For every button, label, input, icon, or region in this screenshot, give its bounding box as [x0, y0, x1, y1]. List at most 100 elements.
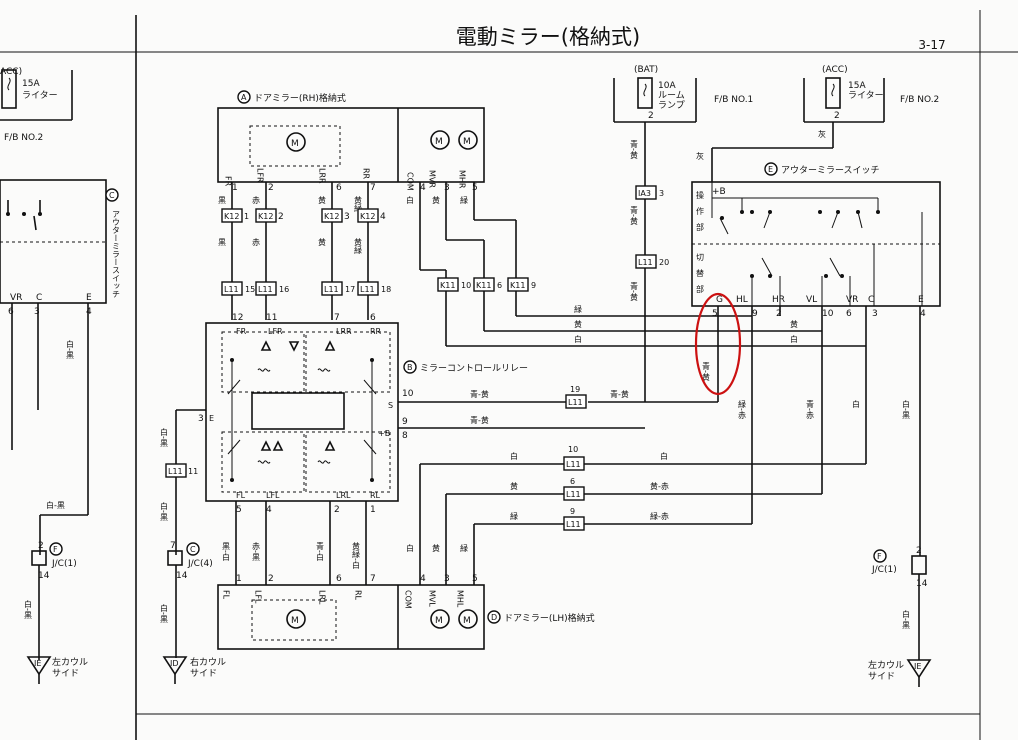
svg-text:青-黄: 青-黄: [470, 389, 489, 399]
left-jc-f: 2 14 F J/C(1) 白-黒 IE 左カウル サイド: [24, 541, 88, 684]
fuse-bat: (BAT) 10A ルーム ランプ F/B NO.1 2 青-黄 IA3 3 青…: [613, 65, 753, 402]
svg-text:緑: 緑: [574, 304, 582, 314]
svg-text:3: 3: [444, 574, 450, 584]
svg-text:サイド: サイド: [52, 668, 79, 679]
svg-text:黄: 黄: [790, 319, 798, 329]
svg-text:部: 部: [696, 222, 704, 232]
svg-text:3: 3: [344, 212, 350, 222]
left-column-fuse: ACC) 15A ライター F/B NO.2: [0, 67, 73, 143]
svg-text:6: 6: [846, 309, 852, 319]
svg-text:17: 17: [345, 285, 355, 294]
svg-text:(BAT): (BAT): [634, 65, 658, 75]
svg-text:切: 切: [696, 253, 704, 262]
svg-text:アウターミラースイッチ: アウターミラースイッチ: [781, 165, 880, 176]
svg-text:黄: 黄: [432, 195, 441, 205]
svg-text:RR: RR: [370, 327, 382, 336]
svg-text:LRR: LRR: [336, 327, 352, 336]
svg-text:左カウル: 左カウル: [52, 656, 88, 668]
svg-text:K12: K12: [224, 212, 239, 221]
svg-text:M: M: [435, 137, 443, 147]
svg-text:E: E: [918, 295, 924, 305]
svg-text:FR: FR: [236, 327, 247, 336]
svg-text:L11: L11: [224, 285, 239, 294]
svg-text:10: 10: [568, 445, 578, 454]
svg-text:M: M: [435, 616, 443, 626]
svg-text:K11: K11: [476, 281, 491, 290]
svg-text:J/C(1): J/C(1): [871, 565, 897, 575]
svg-text:E: E: [86, 293, 92, 303]
svg-text:2: 2: [334, 505, 340, 515]
highlight-ellipse: [694, 292, 742, 396]
svg-text:6: 6: [336, 183, 342, 193]
svg-text:10A: 10A: [658, 81, 676, 91]
svg-text:VR: VR: [846, 295, 858, 305]
svg-text:4: 4: [86, 307, 92, 317]
svg-text:COM: COM: [404, 590, 413, 609]
svg-text:L11: L11: [566, 460, 581, 469]
svg-text:C: C: [36, 293, 42, 303]
svg-text:6: 6: [570, 477, 575, 486]
svg-text:18: 18: [381, 285, 391, 294]
svg-text:K11: K11: [510, 281, 525, 290]
svg-text:9: 9: [570, 507, 575, 516]
svg-text:黄: 黄: [318, 237, 327, 247]
svg-text:MHL: MHL: [456, 590, 465, 608]
svg-text:白: 白: [406, 195, 415, 205]
page-title: 電動ミラー(格納式): [456, 25, 640, 49]
svg-text:1: 1: [236, 574, 242, 584]
svg-text:4: 4: [420, 574, 426, 584]
svg-text:FR: FR: [224, 176, 233, 187]
svg-text:黄-赤: 黄-赤: [650, 481, 669, 491]
svg-text:L11: L11: [360, 285, 375, 294]
svg-text:白-黒: 白-黒: [160, 427, 169, 448]
svg-text:緑: 緑: [460, 195, 469, 204]
outer-mirror-switch: E アウターミラースイッチ +B 操 作 部 切 替 部 HL HR VL VR…: [691, 162, 941, 319]
svg-text:D: D: [491, 613, 497, 622]
svg-text:白: 白: [790, 334, 798, 344]
svg-text:ACC): ACC): [0, 67, 22, 77]
svg-text:S: S: [388, 401, 393, 410]
svg-text:7: 7: [370, 183, 376, 193]
svg-text:作: 作: [696, 206, 704, 216]
k12-connectors: K12 1 K12 2 K12 3 K12 4: [221, 208, 386, 223]
svg-text:5: 5: [712, 309, 718, 319]
svg-text:緑-赤: 緑-赤: [650, 511, 669, 521]
svg-text:E: E: [768, 165, 773, 174]
svg-text:ミラーコントロールリレー: ミラーコントロールリレー: [420, 363, 528, 374]
svg-text:サイド: サイド: [190, 668, 217, 679]
svg-text:5: 5: [472, 574, 478, 584]
left-switch-c: C アウターミラースイッチ VR C E 6 3 4 白-黒 白-黒: [0, 179, 121, 555]
svg-text:7: 7: [170, 541, 176, 551]
svg-text:15: 15: [245, 285, 255, 294]
lh-switch-wires: 白 黄 緑 白 黄 緑 L11 10 L11 6 L11 9 白 黄-赤 緑-赤: [406, 445, 866, 585]
svg-text:15A: 15A: [22, 79, 40, 89]
svg-text:左カウル: 左カウル: [868, 659, 904, 671]
svg-text:黒: 黒: [218, 196, 227, 205]
svg-text:6: 6: [336, 574, 342, 584]
svg-text:2: 2: [268, 183, 274, 193]
svg-text:白-黒: 白-黒: [66, 339, 75, 360]
svg-text:LRL: LRL: [318, 590, 327, 605]
svg-text:LFL: LFL: [254, 590, 263, 604]
svg-text:ライター: ライター: [22, 90, 58, 101]
svg-text:6: 6: [497, 281, 502, 290]
svg-text:+B: +B: [712, 187, 726, 197]
svg-text:黄: 黄: [574, 319, 582, 329]
svg-text:右カウル: 右カウル: [190, 656, 226, 668]
svg-text:黄: 黄: [318, 195, 327, 205]
svg-text:RL: RL: [370, 491, 381, 500]
svg-text:3: 3: [659, 189, 664, 198]
svg-text:K12: K12: [258, 212, 273, 221]
svg-text:黄緑-白: 黄緑-白: [352, 541, 361, 570]
svg-text:白: 白: [852, 399, 861, 409]
svg-text:ID: ID: [170, 659, 179, 668]
svg-text:白-黒: 白-黒: [902, 399, 911, 420]
svg-text:F: F: [53, 545, 58, 554]
svg-text:ドアミラー(LH)格納式: ドアミラー(LH)格納式: [504, 612, 595, 624]
svg-text:黒-白: 黒-白: [222, 542, 231, 562]
svg-text:B: B: [407, 363, 413, 372]
svg-text:3: 3: [872, 309, 878, 319]
svg-text:F: F: [877, 552, 882, 561]
svg-text:3: 3: [198, 414, 204, 424]
